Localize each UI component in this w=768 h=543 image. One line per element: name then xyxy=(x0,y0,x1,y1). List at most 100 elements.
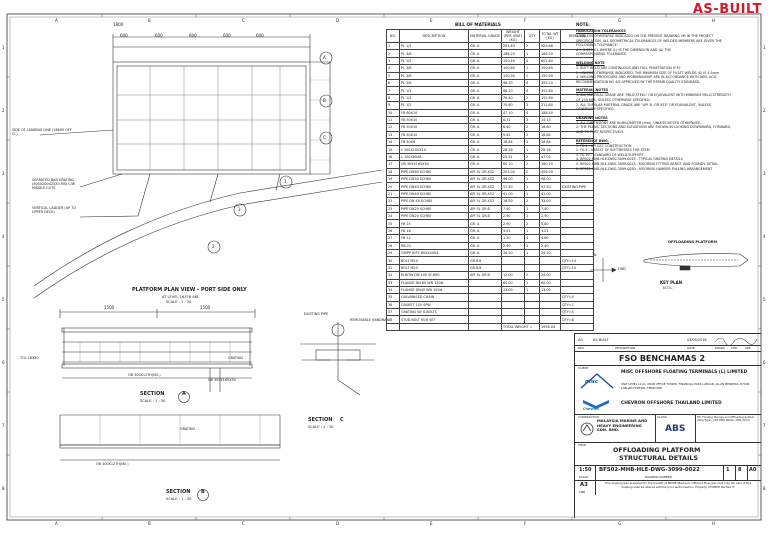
bom-cell-no: 28 xyxy=(386,241,400,250)
bom-cell-qty: 2 xyxy=(524,93,540,103)
section-b-marker-icon xyxy=(197,489,209,501)
sec-a-ub-label: UB 305X165X54 xyxy=(208,378,236,382)
bom-cell-material: API 5L GR.B xyxy=(468,271,502,280)
bom-cell-description: PIPE DN 40 SCH80 xyxy=(399,197,469,206)
sheet-no: 1 xyxy=(726,467,730,473)
bom-cell-material: GR.8.8 xyxy=(468,263,502,273)
bom-cell-material xyxy=(468,285,502,295)
plan-dim-5: 600 xyxy=(256,33,264,38)
bom-cell-no: 14 xyxy=(386,138,400,147)
bom-cell-weight: 34.50 xyxy=(501,248,525,258)
bom-cell-total xyxy=(539,263,561,273)
bom-cell-qty: 4 xyxy=(524,78,540,88)
bom-total-empty xyxy=(560,322,594,332)
bom-cell-description: STUD BOLT M16 SET xyxy=(399,315,469,324)
bom-cell-qty: 2 xyxy=(524,219,540,228)
bom-cell-weight: 2.90 xyxy=(501,219,525,228)
bom-cell-weight: 150.90 xyxy=(501,71,525,80)
bom-cell-material: GR. A xyxy=(468,78,502,88)
bom-cell-weight xyxy=(501,256,525,265)
rev-hdr-app: APP xyxy=(745,346,751,350)
bom-cell-material: API 5L GR.X52 xyxy=(468,167,502,177)
bom-cell-material: GR. A xyxy=(468,41,502,51)
bom-cell-description: PL 1/2 xyxy=(399,56,469,66)
callout-landing-line: SIDE OF LANDING LINE (18690 OFF CL) xyxy=(12,128,72,136)
bom-cell-no: 37 xyxy=(386,308,400,317)
marker-b-plan: B xyxy=(323,98,326,103)
bom-table: NO. DESCRIPTION MATERIAL GRADE WEIGHT (P… xyxy=(386,29,594,332)
bom-cell-weight: 3.01 xyxy=(501,226,525,236)
bom-cell-material: API 5L GR.B xyxy=(468,204,502,214)
bom-cell-weight: 100.85 xyxy=(501,64,525,73)
bom-cell-material: GR. A xyxy=(468,56,502,66)
grid-col-c-bottom: C xyxy=(242,521,245,526)
bom-cell-description: PL 1/2 xyxy=(399,86,469,95)
bom-cell-description: ELBOW DN 100 SCH80 xyxy=(399,271,469,280)
grid-col-h: H xyxy=(712,18,716,23)
bom-cell-material: GR. A xyxy=(468,64,502,73)
bom-cell-description: FB 12 xyxy=(399,234,469,243)
bom-cell-qty: 2 xyxy=(524,160,540,169)
key-plan-title: OFFLOADING PLATFORM xyxy=(668,240,718,244)
bom-cell-weight xyxy=(501,293,525,302)
notes-line: 6. BFS02-MHB-HLE-DWG-3099-0050 - MOORING… xyxy=(576,166,713,171)
grid-row-3-right: 3 xyxy=(763,171,766,176)
bom-cell-total: 41.00 xyxy=(539,189,561,199)
bom-cell-no: 9 xyxy=(386,101,400,110)
bom-cell-weight: 70.60 xyxy=(501,101,525,110)
grating-label-b: GRATING xyxy=(180,427,196,431)
rev-hdr-chk: CHK xyxy=(731,346,738,350)
bom-cell-weight: 60.00 xyxy=(501,278,525,287)
bom-cell-no: 13 xyxy=(386,130,400,140)
marker-c-plan: C xyxy=(323,135,326,140)
grid-col-a-bottom: A xyxy=(55,521,58,526)
bom-cell-qty: 1 xyxy=(524,189,540,199)
section-a-title: SECTION xyxy=(140,391,165,397)
contractor-name: MALAYSIA MARINE AND HEAVY ENGINEERING SD… xyxy=(597,418,648,433)
signature-mark xyxy=(714,337,758,346)
bom-cell-total: 4.80 xyxy=(539,234,561,243)
bom-cell-qty: 1 xyxy=(524,248,540,258)
bom-cell-material: GR. A xyxy=(468,49,502,58)
bom-cell-description: FB 50X10 xyxy=(399,115,469,125)
bom-cell-weight: 7.40 xyxy=(501,204,525,214)
bom-cell-weight: 9.42 xyxy=(501,130,525,140)
bom-cell-description: PIPE DN20 SCH80 xyxy=(399,211,469,221)
bom-cell-total: 2.40 xyxy=(539,241,561,250)
section-c-title: SECTION xyxy=(308,417,333,423)
bom-cell-weight xyxy=(501,263,525,273)
bom-cell-description: PL 3/8 xyxy=(399,71,469,80)
bom-cell-weight xyxy=(501,315,525,324)
bom-cell-material: GR. A xyxy=(468,160,502,169)
bom-cell-remarks: QTY=2 xyxy=(560,300,594,310)
bom-cell-description: GRIPP BITS 600X40X4 xyxy=(399,248,469,258)
bom-cell-total: 186.20 xyxy=(539,49,561,58)
bom-cell-description: FB 25 xyxy=(399,219,469,228)
bom-cell-material: GR. A xyxy=(468,93,502,103)
section-a-drawing xyxy=(59,309,256,392)
bom-cell-material: API 5L GR.B xyxy=(468,211,502,221)
bom-cell-description: L 100X100X10 xyxy=(399,145,469,154)
bom-cell-description: FB 16 xyxy=(399,226,469,236)
project-name: FSO BENCHAMAS 2 xyxy=(619,354,706,363)
bom-cell-weight: 96.00 xyxy=(501,175,525,184)
chevron-name: CHEVRON OFFSHORE THAILAND LIMITED xyxy=(621,401,722,406)
plan-dim-2: 600 xyxy=(155,33,163,38)
bom-cell-description: BOLT M24 xyxy=(399,256,469,265)
bom-cell-description: PIPE DN25 SCH80 xyxy=(399,204,469,214)
client-label: CLIENT xyxy=(578,366,589,370)
notes-line: 3. WELDING PROCEDURE AND WORKMANSHIP ARE… xyxy=(576,75,717,80)
bom-cell-total: 2.90 xyxy=(539,211,561,221)
notes-line: Δ = 0.003 X L WHERE (L) IS THE DIMENSION… xyxy=(576,47,672,52)
sec-a-pipe-label: OB 300X12TH(NO.) xyxy=(128,373,161,377)
bom-cell-no: 29 xyxy=(386,248,400,258)
